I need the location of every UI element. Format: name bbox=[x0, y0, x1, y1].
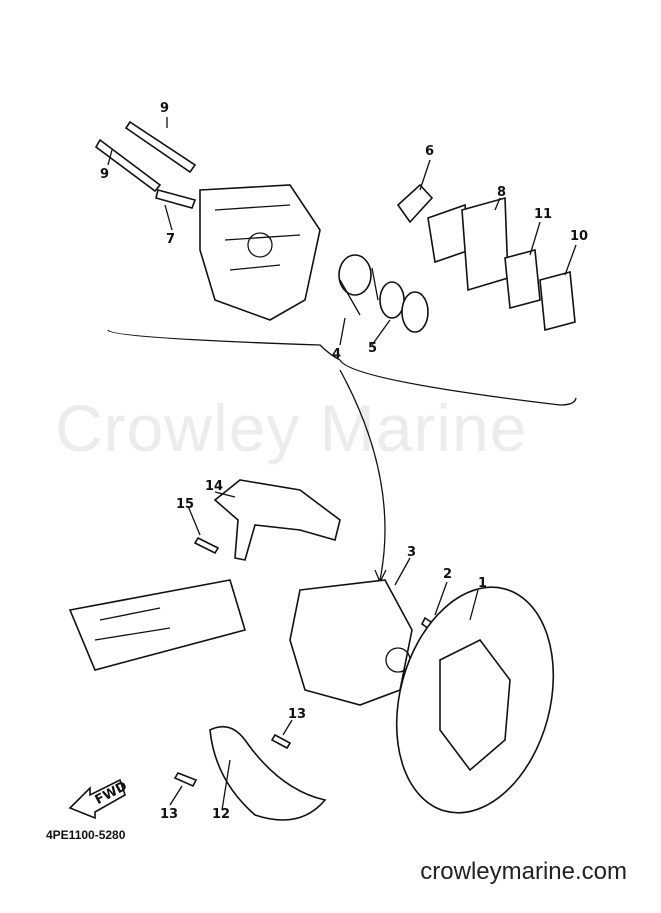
callout-3: 3 bbox=[407, 545, 416, 560]
fwd-arrow-icon: FWD bbox=[68, 779, 130, 820]
connector-line bbox=[339, 369, 386, 581]
callout-2: 2 bbox=[443, 567, 452, 582]
diagram-code: 4PE1100-5280 bbox=[46, 828, 126, 842]
callout-1: 1 bbox=[478, 576, 487, 591]
callout-7: 7 bbox=[166, 232, 175, 247]
site-url[interactable]: crowleymarine.com bbox=[420, 858, 627, 885]
bolt-15 bbox=[193, 536, 220, 555]
seals-5 bbox=[379, 281, 429, 333]
bracket-14 bbox=[213, 479, 341, 561]
callout-5: 5 bbox=[368, 341, 377, 356]
bolt-13b bbox=[173, 772, 198, 788]
caliper-3 bbox=[289, 579, 413, 706]
leader-lines bbox=[107, 117, 577, 811]
piston-4 bbox=[338, 254, 379, 316]
bolt-13a bbox=[270, 733, 292, 750]
callout-9b: 9 bbox=[100, 167, 109, 182]
callout-9a: 9 bbox=[160, 101, 169, 116]
swing-arm bbox=[68, 579, 247, 671]
callout-10: 10 bbox=[570, 229, 588, 244]
pins-9 bbox=[94, 120, 197, 193]
callout-13a: 13 bbox=[288, 707, 306, 722]
callout-14: 14 bbox=[205, 479, 223, 494]
callout-11: 11 bbox=[534, 207, 552, 222]
callout-8: 8 bbox=[497, 185, 506, 200]
bleeder-7 bbox=[155, 189, 197, 209]
callout-13b: 13 bbox=[160, 807, 178, 822]
watermark: Crowley Marine bbox=[55, 391, 528, 465]
callout-12: 12 bbox=[212, 807, 230, 822]
caliper-assembly-top bbox=[199, 184, 321, 321]
pad-8b bbox=[461, 196, 509, 292]
callout-6: 6 bbox=[425, 144, 434, 159]
shim-10 bbox=[539, 270, 576, 332]
fwd-label: FWD bbox=[93, 779, 130, 808]
callout-15: 15 bbox=[176, 497, 194, 512]
guard-12 bbox=[209, 725, 327, 821]
brake-disc-1 bbox=[395, 586, 555, 814]
callout-4: 4 bbox=[332, 347, 341, 362]
shim-11 bbox=[504, 248, 541, 310]
pad-spring-6 bbox=[396, 183, 434, 224]
bracket-line bbox=[107, 329, 577, 406]
